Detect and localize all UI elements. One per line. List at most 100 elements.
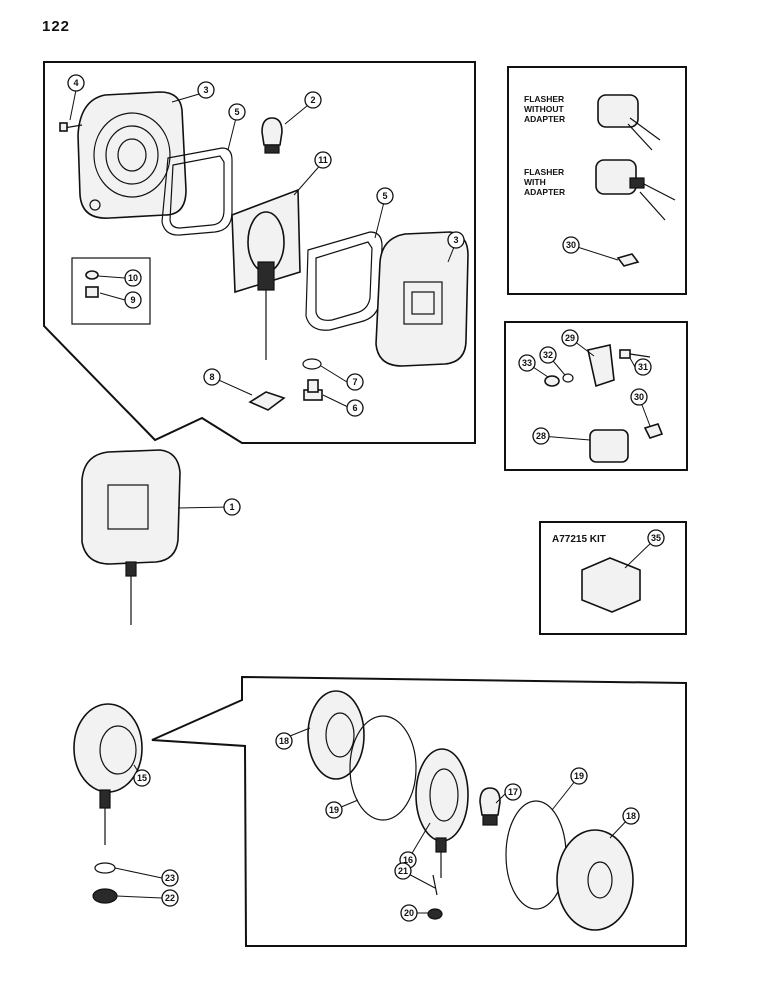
screw: [59, 122, 83, 132]
seal-ring: [349, 715, 417, 821]
callout-19: 19: [325, 801, 343, 819]
callout-21: 21: [394, 862, 412, 880]
callout-18: 18: [622, 807, 640, 825]
complete-lamp-assembly: [81, 449, 181, 625]
callout-18: 18: [275, 732, 293, 750]
svg-text:3: 3: [453, 235, 458, 245]
callout-20: 20: [400, 904, 418, 922]
flasher-without-adapter: [597, 94, 661, 151]
flasher-with-adapter-line1: FLASHER: [524, 167, 564, 177]
flasher-with-adapter-line3: ADAPTER: [524, 187, 565, 197]
washer: [427, 908, 443, 920]
callout-5: 5: [376, 187, 394, 205]
small-fasteners: [85, 270, 99, 298]
callout-4: 4: [67, 74, 85, 92]
flasher-with-adapter: [595, 159, 676, 221]
wire: [432, 874, 438, 896]
svg-text:17: 17: [508, 787, 518, 797]
kit-frame: [539, 521, 687, 635]
lockwasher: [94, 862, 116, 874]
flasher-frame: [507, 66, 687, 295]
callout-31: 31: [634, 358, 652, 376]
callout-8: 8: [203, 368, 221, 386]
electronic-flasher: [581, 557, 641, 613]
exploded-round-lamp-frame: [151, 675, 687, 947]
callout-30: 30: [562, 236, 580, 254]
flasher-without-adapter-line3: ADAPTER: [524, 114, 565, 124]
svg-text:18: 18: [626, 811, 636, 821]
rear-cover: [307, 690, 365, 780]
svg-text:23: 23: [165, 873, 175, 883]
page-number: 122: [42, 18, 71, 35]
callout-6: 6: [346, 399, 364, 417]
svg-text:33: 33: [522, 358, 532, 368]
flasher-with-adapter-line2: WITH: [524, 177, 546, 187]
adapter: [643, 423, 664, 439]
callout-5: 5: [228, 103, 246, 121]
lamp-rear-housing: [77, 91, 187, 219]
svg-text:30: 30: [566, 240, 576, 250]
lens: [556, 829, 634, 931]
callout-32: 32: [539, 346, 557, 364]
screw: [619, 349, 651, 359]
lamp-lens: [375, 231, 469, 367]
callout-23: 23: [161, 869, 179, 887]
callout-3: 3: [197, 81, 215, 99]
lamp-body: [415, 748, 469, 878]
callout-35: 35: [647, 529, 665, 547]
svg-text:2: 2: [310, 95, 315, 105]
round-lamp-assembly: [73, 703, 143, 845]
callout-28: 28: [532, 427, 550, 445]
lockwasher: [562, 373, 574, 383]
callout-17: 17: [504, 783, 522, 801]
bracket: [587, 344, 615, 388]
svg-text:7: 7: [352, 377, 357, 387]
svg-text:4: 4: [73, 78, 78, 88]
callout-33: 33: [518, 354, 536, 372]
svg-text:21: 21: [398, 866, 408, 876]
svg-text:8: 8: [209, 372, 214, 382]
svg-text:3: 3: [203, 85, 208, 95]
callout-30: 30: [630, 388, 648, 406]
callout-2: 2: [304, 91, 322, 109]
svg-text:6: 6: [352, 403, 357, 413]
kit-label: A77215 KIT: [552, 534, 606, 545]
bolt: [303, 379, 323, 401]
gasket: [305, 231, 383, 331]
svg-text:19: 19: [574, 771, 584, 781]
mounting-plate: [248, 391, 286, 411]
svg-text:15: 15: [137, 773, 147, 783]
callout-3: 3: [447, 231, 465, 249]
exploded-lamp-frame: [43, 61, 476, 444]
nut: [92, 888, 118, 904]
svg-text:28: 28: [536, 431, 546, 441]
callout-10: 10: [124, 269, 142, 287]
seal-ring: [505, 800, 567, 910]
bulb: [479, 787, 501, 826]
svg-text:11: 11: [318, 155, 328, 165]
bulb: [261, 117, 283, 154]
callout-1: 1: [223, 498, 241, 516]
svg-text:22: 22: [165, 893, 175, 903]
callout-29: 29: [561, 329, 579, 347]
svg-text:9: 9: [130, 295, 135, 305]
callout-9: 9: [124, 291, 142, 309]
svg-text:32: 32: [543, 350, 553, 360]
gasket: [161, 147, 233, 236]
bracket-frame: [504, 321, 688, 471]
svg-text:35: 35: [651, 533, 661, 543]
svg-text:29: 29: [565, 333, 575, 343]
callout-7: 7: [346, 373, 364, 391]
svg-text:20: 20: [404, 908, 414, 918]
svg-text:30: 30: [634, 392, 644, 402]
adapter: [616, 253, 640, 267]
socket-plate: [231, 188, 301, 360]
svg-text:1: 1: [229, 502, 234, 512]
callout-11: 11: [314, 151, 332, 169]
nut: [544, 375, 560, 387]
svg-text:5: 5: [382, 191, 387, 201]
detail-box: [71, 257, 151, 325]
svg-text:19: 19: [329, 805, 339, 815]
callout-15: 15: [133, 769, 151, 787]
